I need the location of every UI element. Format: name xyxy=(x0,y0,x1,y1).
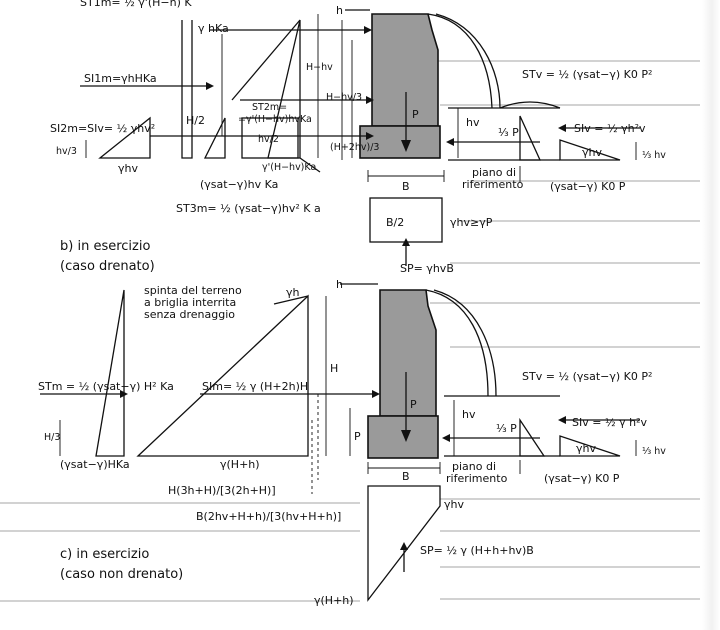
one-third-p-label-c: ⅓ P xyxy=(496,422,517,435)
section-c: P h spinta del terreno xyxy=(38,278,666,607)
gamma-hh-bottom-label: γ(H+h) xyxy=(314,594,354,607)
piano-label-2-c: riferimento xyxy=(446,472,508,485)
section-b: P xyxy=(50,0,666,275)
st3m-label: ST3m= ½ (γsat−γ)hv² K a xyxy=(176,202,321,215)
st2m-value: =γ'(H−hv)hvKa xyxy=(238,114,312,125)
st1m-label: ST1m= ½ γ'(H−h) K xyxy=(80,0,192,9)
gsat-k0-p-label-c: (γsat−γ) K0 P xyxy=(544,472,620,485)
slope-base xyxy=(299,157,321,173)
si2m-label: SI2m=SIv= ½ γhv² xyxy=(50,122,155,135)
piano-label-2: riferimento xyxy=(462,178,524,191)
gsat-hv-ka-label: (γsat−γ)hv Ka xyxy=(200,178,278,191)
slope-line xyxy=(231,19,301,101)
b-dim-label-c: B xyxy=(402,470,410,483)
h-label-c: h xyxy=(336,278,343,291)
weight-arrowhead xyxy=(401,140,411,152)
b-dim-label: B xyxy=(402,180,410,193)
gamma-hv-right-label: γhv xyxy=(582,146,602,159)
b-expression-label: B(2hv+H+h)/[3(hv+H+h)] xyxy=(196,510,341,523)
dam-body-lower xyxy=(379,289,437,417)
caption-b-sub: (caso drenato) xyxy=(60,259,155,274)
dam-foundation-upper xyxy=(359,125,441,159)
gamma-h-plus-h-label: γ(H+h) xyxy=(220,458,260,471)
caption-c-sub: (caso non drenato) xyxy=(60,567,183,582)
st2m-label: ST2m= xyxy=(252,102,287,113)
gamma-hv-label: γhv xyxy=(118,162,138,175)
gamma-h-ka-label: γ hKa xyxy=(198,22,229,35)
earth-triangle-c xyxy=(95,289,125,457)
hv-label: hv xyxy=(466,116,480,129)
stv-label-c: STv = ½ (γsat−γ) K0 P² xyxy=(522,370,652,383)
water-top-c xyxy=(273,295,309,305)
nappe-curve-c-outer xyxy=(433,289,497,397)
one-third-hv-label: ⅓ hv xyxy=(642,150,666,161)
nappe-curve-outer xyxy=(435,13,501,109)
uplift-condition-label: γhv≥γP xyxy=(450,216,493,229)
h3-label-c: H/3 xyxy=(44,432,60,443)
gsat-hka-label: (γsat−γ)HKa xyxy=(60,458,130,471)
h-plus-2hv3-label: (H+2hv)/3 xyxy=(330,142,379,153)
one-third-p-label: ⅓ P xyxy=(498,126,519,139)
nappe-curve xyxy=(427,13,493,109)
hv-over-2-label: hv/2 xyxy=(258,134,279,145)
h-minus-hv-label: H−hv xyxy=(306,62,333,73)
siv-label-c: SIv = ½ γ h²v xyxy=(572,416,647,429)
caption-c: c) in esercizio xyxy=(60,547,149,562)
gamma-hv-label-c: γhv xyxy=(444,498,464,511)
p-dim-label-c: P xyxy=(354,430,361,443)
water-triangle-c xyxy=(136,294,309,457)
dam-body-upper xyxy=(371,13,439,127)
h-over-2-label: H/2 xyxy=(186,114,205,127)
dam-foundation-lower xyxy=(367,415,439,459)
H-label-c: H xyxy=(330,362,338,375)
downstream-water-triangle xyxy=(559,139,621,161)
hv-label-c: hv xyxy=(462,408,476,421)
triangle-small xyxy=(203,117,226,159)
gsat-k0-p-label: (γsat−γ) K0 P xyxy=(550,180,626,193)
hv3-label: hv/3 xyxy=(56,146,77,157)
gamma-hv-right-label-c: γhv xyxy=(576,442,596,455)
si1m-label: SI1m=γhHKa xyxy=(84,72,157,85)
h-label: h xyxy=(336,4,343,17)
tailwater-wave xyxy=(499,101,561,109)
siv-label: SIv = ½ γh²v xyxy=(574,122,646,135)
gamma-h-label-c: γh xyxy=(286,286,300,299)
sp-label: SP= γhvB xyxy=(400,262,454,275)
background-texture xyxy=(0,60,700,602)
stv-label: STv = ½ (γsat−γ) K0 P² xyxy=(522,68,652,81)
gamma-prime-label: γ'(H−hv)Ka xyxy=(262,162,316,173)
spinta-label-3: senza drenaggio xyxy=(144,308,235,321)
h3-expression-label: H(3h+H)/[3(2h+H)] xyxy=(168,484,276,497)
caption-b: b) in esercizio xyxy=(60,239,150,254)
rect-st2 xyxy=(241,117,299,159)
one-third-hv-label-c: ⅓ hv xyxy=(642,446,666,457)
water-pressure-rect xyxy=(181,20,193,159)
water-triangle-left xyxy=(98,116,151,159)
sp-label-c: SP= ½ γ (H+h+hv)B xyxy=(420,544,534,557)
uplift-rect xyxy=(369,197,443,243)
nappe-curve-c xyxy=(425,289,489,397)
stm-label: STm = ½ (γsat−γ) H² Ka xyxy=(38,380,174,393)
piano-label-1-c: piano di xyxy=(452,460,496,473)
piano-label-1: piano di xyxy=(472,166,516,179)
downstream-triangle xyxy=(519,115,542,161)
h-minus-hv3-label: H−hv/3 xyxy=(326,92,362,103)
uplift-trapezoid xyxy=(367,485,441,602)
spinta-label-1: spinta del terreno xyxy=(144,284,242,297)
weight-label: P xyxy=(412,108,419,121)
slm-label: SIm= ½ γ (H+2h)H xyxy=(202,380,308,393)
downstream-water-triangle-c xyxy=(559,435,621,457)
spinta-label-2: a briglia interrita xyxy=(144,296,236,309)
weight-label-c: P xyxy=(410,398,417,411)
b-over-2-label: B/2 xyxy=(386,216,404,229)
